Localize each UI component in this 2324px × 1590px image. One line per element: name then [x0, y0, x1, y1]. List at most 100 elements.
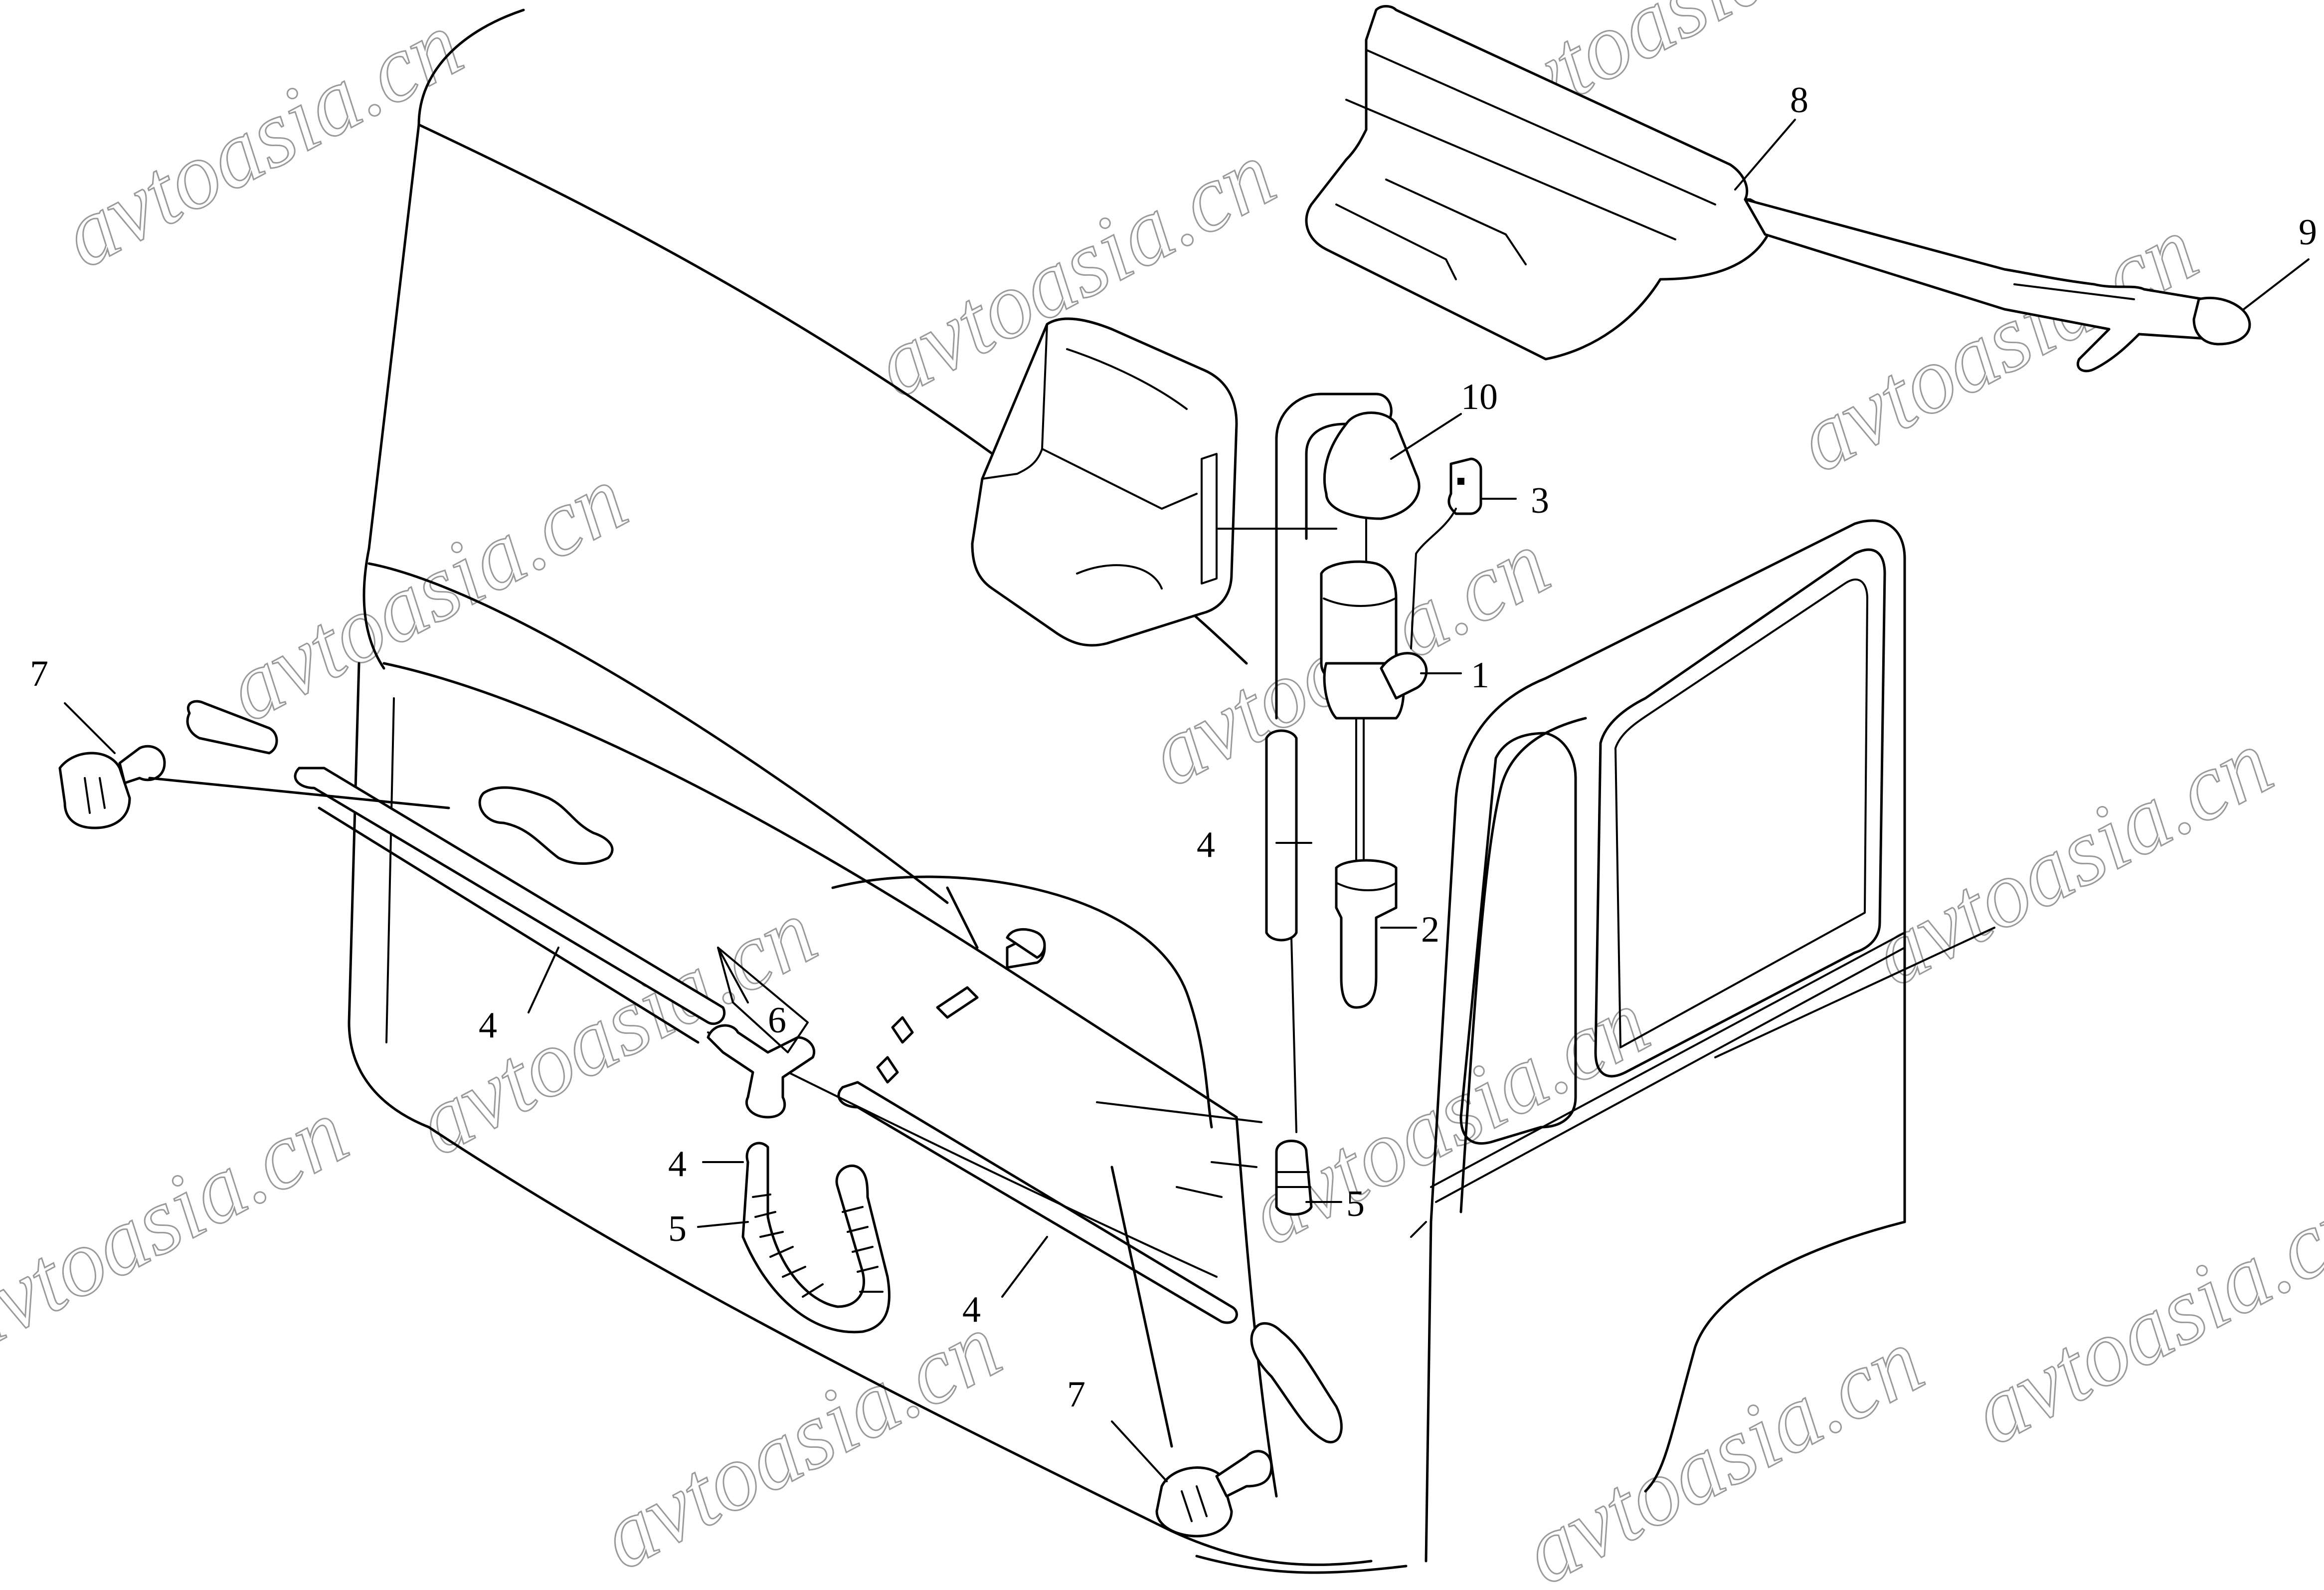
tiny-vent-1 — [891, 1016, 914, 1044]
hose-4-vertical — [1265, 729, 1298, 942]
grille-slot-line — [318, 806, 700, 1044]
front-panel-left-edge — [348, 662, 430, 1129]
watermark: avtoasia.cn — [1506, 1308, 1939, 1590]
watermark: avtoasia.cn — [0, 1079, 363, 1375]
leader-5a — [697, 1221, 749, 1228]
wiper-linkage-rib-3 — [1335, 203, 1457, 280]
cab-roof-edge — [417, 8, 525, 126]
reservoir-edge-2 — [1041, 448, 1198, 510]
connector-5-right — [1275, 1140, 1313, 1216]
tiny-vent-3 — [936, 986, 979, 1019]
callout-9: 9 — [2299, 212, 2317, 253]
hose-10-outer — [1275, 393, 1393, 720]
connector-3-pin — [1457, 478, 1464, 485]
hose-fitting-center — [1006, 928, 1046, 959]
connector-5-ridge — [1276, 1171, 1311, 1188]
wiper-linkage — [1305, 5, 2251, 373]
leader-10 — [1390, 413, 1462, 460]
watermark: avtoasia.cn — [1955, 1169, 2324, 1465]
hose-fitting-left — [186, 700, 278, 755]
nozzle-7-left-head — [58, 752, 131, 829]
washer-pump-assembly — [1265, 393, 1482, 1216]
nozzle-7-right — [1110, 1166, 1273, 1538]
callout-10: 10 — [1461, 377, 1498, 417]
leader-7b — [1111, 1420, 1168, 1482]
leader-4b — [528, 947, 559, 1013]
pump-cap-10 — [1323, 411, 1421, 520]
leader-9 — [2243, 258, 2310, 310]
grille-slot-lower — [837, 1081, 1238, 1324]
connector-3 — [1447, 457, 1482, 515]
vent-window-outline — [1459, 732, 1577, 1145]
corrugated-hose-5 — [741, 1142, 891, 1334]
grille-line-3 — [1211, 1161, 1257, 1168]
front-lower-edge — [1195, 1555, 1408, 1574]
front-panel-left-inner — [385, 697, 395, 1043]
reservoir-window — [1201, 453, 1218, 585]
wiper-linkage-rib — [1365, 49, 1716, 205]
t-connector-6 — [707, 1024, 816, 1119]
tiny-vent-2 — [876, 1056, 899, 1084]
callout-4b: 4 — [479, 1005, 497, 1046]
callout-4c: 4 — [668, 1144, 687, 1185]
front-bumper-edge — [427, 1126, 1373, 1566]
callout-7a: 7 — [30, 653, 48, 694]
callout-5b: 5 — [1346, 1184, 1365, 1224]
nozzle-7-right-head — [1155, 1466, 1233, 1538]
nozzle-7-left-stem — [118, 745, 166, 785]
callout-4a: 4 — [1197, 824, 1215, 865]
door-frame-outer — [1430, 519, 1906, 1223]
washer-nozzles — [58, 745, 1273, 1538]
grille-details — [294, 767, 1343, 1444]
cab-front-corner — [1235, 1116, 1278, 1498]
door-window-outline — [1594, 548, 1886, 1078]
grille-line — [1096, 1101, 1262, 1123]
door-lower-line — [1714, 927, 1995, 1058]
door-belt-line — [1430, 932, 1906, 1188]
watermark: avtoasia.cn — [399, 879, 832, 1176]
step-line — [1410, 1221, 1427, 1238]
windshield-lower-frame-inner — [382, 662, 1238, 1119]
headlamp-recess — [1250, 1322, 1343, 1444]
grille-line-2 — [1176, 1186, 1223, 1198]
grille-slot — [294, 767, 726, 1025]
door-frame-inner — [1459, 717, 1587, 1213]
watermark: avtoasia.cn — [1232, 969, 1664, 1265]
wiper-arm-line — [2013, 283, 2135, 300]
callout-7b: 7 — [1067, 1374, 1085, 1415]
callout-5a: 5 — [668, 1208, 687, 1249]
door-window-inner — [1614, 578, 1868, 1048]
grille-panel-diagonal — [946, 886, 979, 949]
grommet-2 — [1335, 859, 1398, 1009]
callout-2: 2 — [1421, 909, 1439, 950]
door-belt-line-2 — [1435, 947, 1906, 1203]
pump-body-band — [1323, 597, 1396, 607]
pump-outlet — [1380, 652, 1428, 700]
wiper-linkage-body — [1305, 5, 1772, 361]
connector-3-wire — [1410, 508, 1457, 649]
door-lower-outline — [1425, 1146, 1906, 1563]
cab-a-pillar — [362, 123, 420, 670]
reservoir-body — [971, 317, 1238, 647]
corrugation-lines — [752, 1193, 884, 1298]
nozzle-7-left — [58, 745, 450, 829]
callout-1: 1 — [1471, 655, 1489, 696]
nozzle-7-right-hose — [1110, 1166, 1173, 1448]
leader-4d — [1001, 1236, 1048, 1298]
wiper-linkage-rib-2 — [1345, 99, 1676, 240]
watermark: avtoasia.cn — [584, 1293, 1016, 1590]
washer-reservoir — [971, 317, 1337, 647]
callout-3: 3 — [1531, 480, 1549, 521]
reservoir-base — [1076, 564, 1163, 590]
nozzle-7-right-face — [1181, 1485, 1208, 1522]
wiper-pivot-cap — [2192, 296, 2251, 346]
grille-opening — [478, 786, 614, 865]
leader-7a — [64, 702, 116, 754]
windshield-lower-frame — [367, 562, 949, 904]
grommet-2-ring — [1335, 882, 1397, 891]
nozzle-7-left-hose — [148, 777, 450, 809]
nozzle-7-right-stem — [1215, 1450, 1273, 1498]
watermark: avtoasia.cn — [45, 0, 478, 288]
grille-panel-top — [831, 875, 1213, 1129]
